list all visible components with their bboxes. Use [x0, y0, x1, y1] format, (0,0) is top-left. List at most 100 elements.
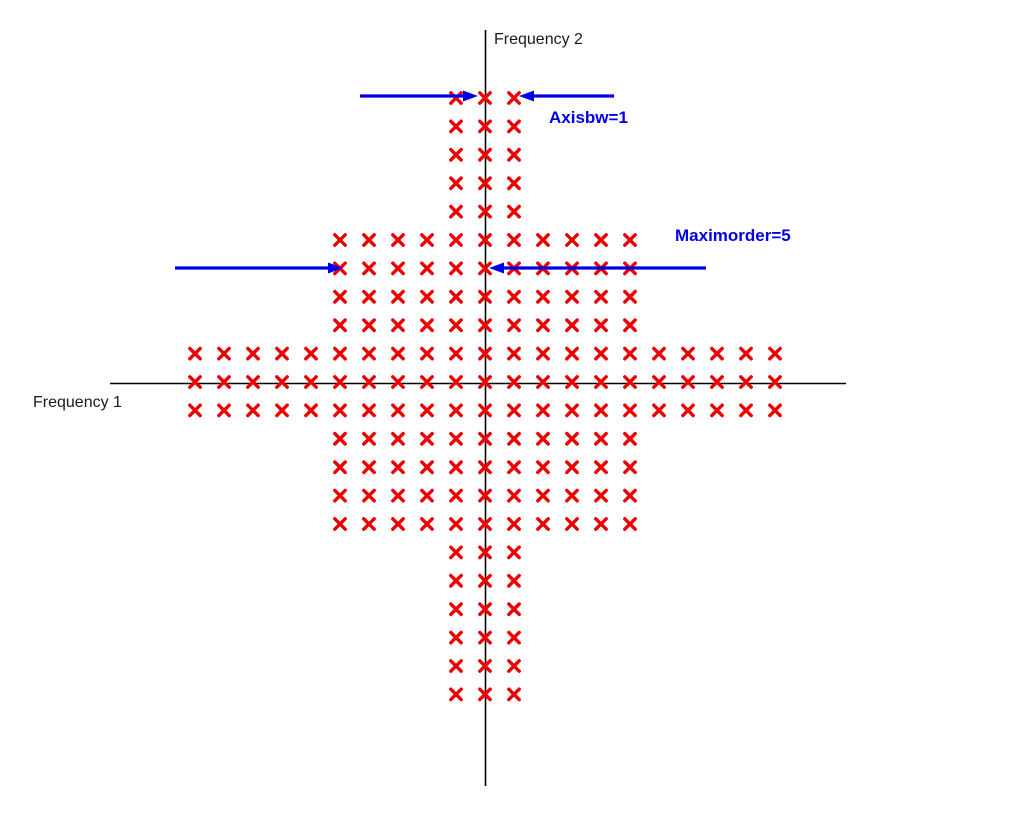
x-marker — [710, 346, 724, 361]
x-marker — [594, 460, 608, 475]
x-marker — [478, 403, 492, 418]
x-marker — [420, 403, 434, 418]
x-marker — [420, 233, 434, 247]
x-marker — [449, 375, 463, 389]
x-marker — [623, 488, 637, 503]
x-marker — [594, 488, 608, 503]
x-marker — [594, 346, 608, 361]
x-marker — [507, 659, 521, 673]
x-marker — [710, 375, 724, 389]
x-marker — [449, 460, 463, 475]
x-marker — [449, 147, 463, 162]
x-marker — [333, 488, 347, 503]
x-marker — [594, 233, 608, 247]
x-marker — [623, 403, 637, 418]
x-marker — [391, 517, 405, 531]
x-marker — [275, 375, 289, 389]
x-marker — [507, 147, 521, 162]
x-marker — [217, 346, 231, 361]
x-marker — [507, 91, 521, 105]
x-marker — [507, 176, 521, 191]
x-marker — [449, 488, 463, 503]
x-marker — [565, 431, 579, 446]
x-marker — [594, 289, 608, 304]
x-marker — [188, 403, 202, 418]
x-marker — [478, 602, 492, 617]
x-marker — [420, 517, 434, 531]
annotation-arrowhead — [463, 90, 478, 102]
x-marker — [652, 346, 666, 361]
x-marker — [768, 375, 782, 389]
x-marker — [507, 119, 521, 134]
x-marker — [420, 289, 434, 304]
x-marker — [362, 403, 376, 418]
x-marker — [304, 375, 318, 389]
x-marker — [652, 403, 666, 418]
x-marker — [594, 375, 608, 389]
x-marker — [420, 318, 434, 333]
x-marker — [594, 318, 608, 333]
x-marker — [449, 233, 463, 247]
x-marker — [536, 289, 550, 304]
x-marker — [420, 431, 434, 446]
x-marker — [710, 403, 724, 418]
x-marker — [478, 488, 492, 503]
x-marker — [507, 602, 521, 617]
x-marker — [449, 431, 463, 446]
x-marker — [362, 517, 376, 531]
x-marker — [507, 403, 521, 418]
x-marker — [478, 318, 492, 333]
x-marker — [478, 346, 492, 361]
x-marker — [420, 346, 434, 361]
x-marker — [333, 517, 347, 531]
x-marker — [449, 119, 463, 134]
x-marker — [507, 687, 521, 702]
x-marker — [362, 261, 376, 276]
x-marker — [478, 176, 492, 191]
x-marker — [449, 318, 463, 333]
x-marker — [536, 318, 550, 333]
x-marker — [478, 517, 492, 531]
x-marker — [478, 289, 492, 304]
x-marker — [565, 289, 579, 304]
x-marker — [420, 460, 434, 475]
y-axis-label: Frequency 2 — [494, 31, 583, 48]
x-marker — [304, 346, 318, 361]
x-marker — [246, 346, 260, 361]
x-marker — [652, 375, 666, 389]
x-marker — [362, 346, 376, 361]
x-marker — [507, 431, 521, 446]
x-marker — [623, 346, 637, 361]
x-marker — [623, 233, 637, 247]
x-marker — [739, 346, 753, 361]
x-marker — [478, 233, 492, 247]
x-marker — [478, 119, 492, 134]
x-marker — [739, 375, 753, 389]
x-marker — [565, 517, 579, 531]
x-marker — [507, 517, 521, 531]
x-marker — [565, 233, 579, 247]
x-marker — [565, 403, 579, 418]
x-marker — [768, 346, 782, 361]
x-marker — [594, 431, 608, 446]
x-marker — [536, 517, 550, 531]
x-marker — [478, 91, 492, 105]
x-marker — [507, 573, 521, 588]
x-marker — [449, 289, 463, 304]
x-marker — [391, 375, 405, 389]
x-marker — [681, 375, 695, 389]
x-marker — [478, 573, 492, 588]
x-marker — [275, 346, 289, 361]
x-marker — [623, 289, 637, 304]
x-marker — [420, 261, 434, 276]
x-marker — [449, 346, 463, 361]
x-marker — [507, 204, 521, 219]
x-marker — [565, 460, 579, 475]
x-marker — [391, 403, 405, 418]
x-marker — [449, 91, 463, 105]
x-marker — [507, 346, 521, 361]
x-marker — [536, 403, 550, 418]
x-marker — [304, 403, 318, 418]
x-marker — [594, 403, 608, 418]
